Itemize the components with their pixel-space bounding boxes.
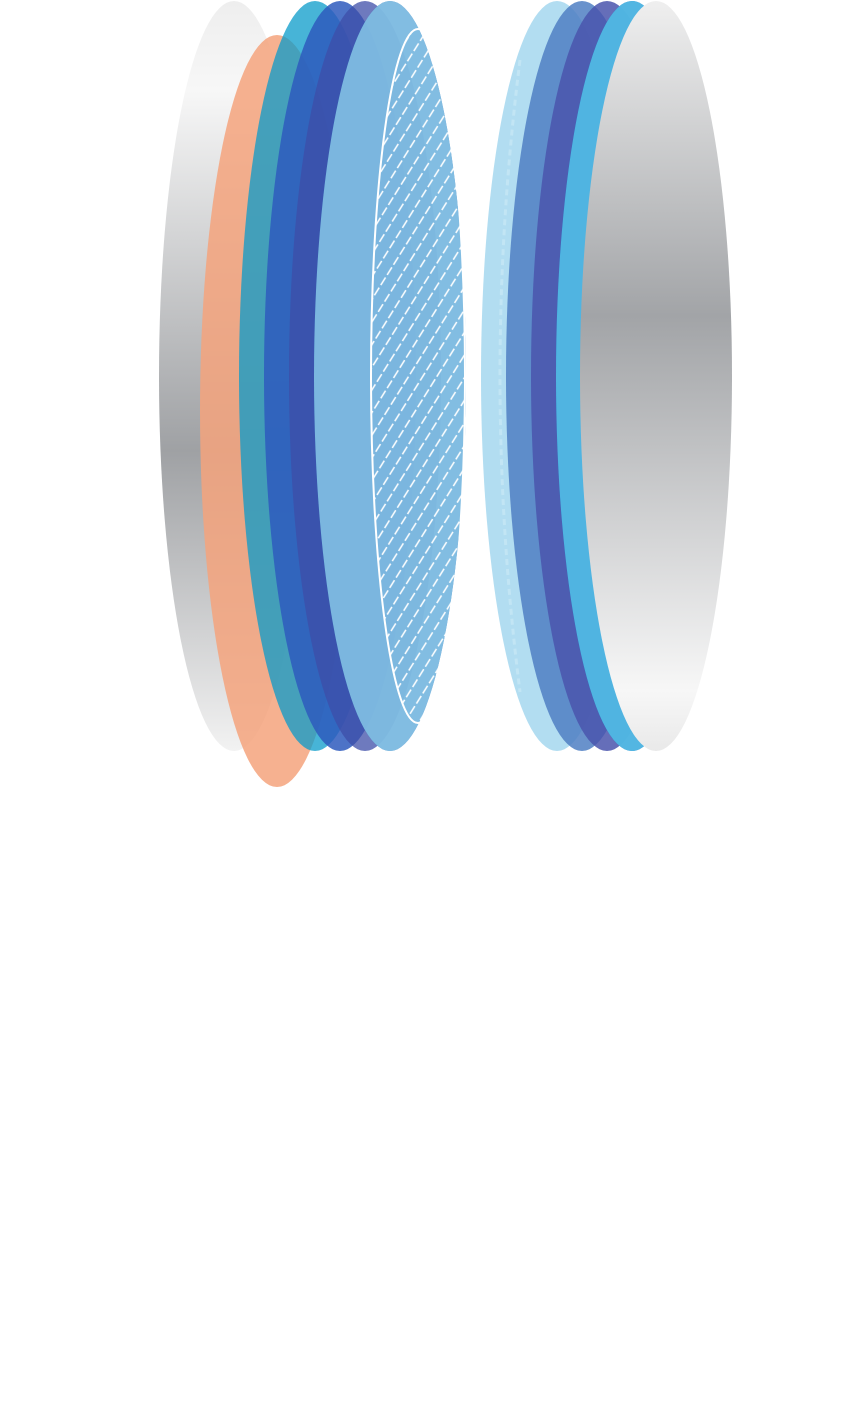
metal-plate-right (580, 1, 732, 751)
right-hatch-accent (498, 59, 522, 693)
right-layer-stack (481, 1, 732, 751)
hatched-layer (370, 28, 466, 724)
left-layer-stack (159, 1, 466, 787)
